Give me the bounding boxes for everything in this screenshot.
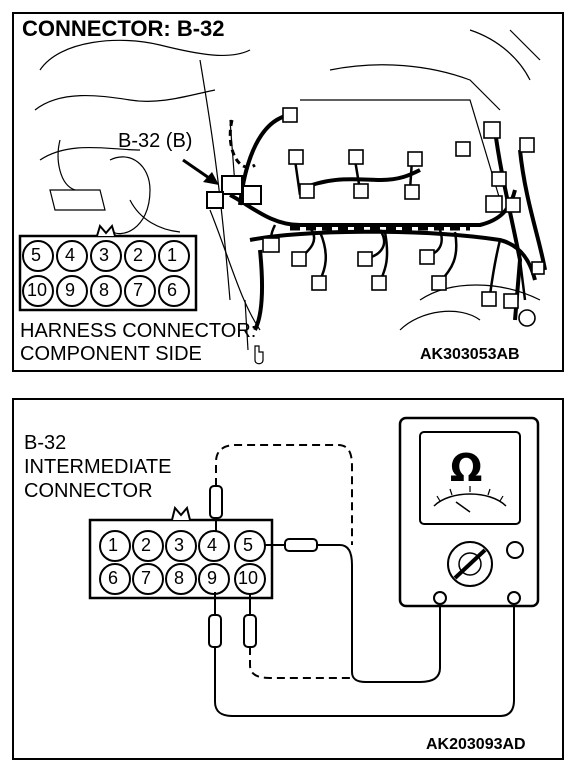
lead-pin5-to-meter (317, 544, 441, 683)
callout-arrow (182, 158, 213, 182)
test-probes (208, 485, 318, 648)
connector-label-line2: INTERMEDIATE (24, 456, 172, 478)
measurement-panel (12, 398, 564, 760)
top-pin-3: 3 (99, 245, 110, 265)
connector-label-line1: B-32 (24, 432, 67, 454)
ohm-symbol: Ω (450, 446, 483, 490)
top-pin-5: 5 (31, 245, 42, 265)
top-pin-1: 1 (167, 245, 178, 265)
harness-connectors (262, 107, 545, 309)
callout-arrowhead (203, 172, 219, 185)
bottom-pin-7: 7 (141, 568, 152, 588)
b32-connector-location (206, 175, 262, 209)
harness-caption-line1: HARNESS CONNECTOR: (20, 320, 257, 342)
connector-title: CONNECTOR: B-32 (22, 16, 225, 41)
top-connector-face (18, 223, 198, 312)
wiring-harness (229, 113, 547, 331)
top-pin-2: 2 (133, 245, 144, 265)
dashed-lead-pin10 (249, 647, 352, 679)
bottom-pin-6: 6 (108, 568, 119, 588)
connector-callout-label: B-32 (B) (118, 130, 193, 152)
connector-location-panel (12, 12, 564, 372)
top-pin-8: 8 (99, 280, 110, 300)
bottom-pin-8: 8 (174, 568, 185, 588)
harness-caption-line2: COMPONENT SIDE (20, 343, 202, 365)
bottom-connector-face (88, 505, 274, 600)
component-side-icon (254, 345, 264, 365)
ohmmeter (398, 416, 540, 608)
top-pin-6: 6 (167, 280, 178, 300)
dashed-lead-pin4 (215, 444, 353, 545)
top-figure-code: AK303053AB (420, 346, 520, 363)
bottom-pin-10: 10 (238, 568, 259, 588)
bottom-figure-code: AK203093AD (426, 736, 526, 753)
top-pin-7: 7 (133, 280, 144, 300)
top-pin-4: 4 (65, 245, 76, 265)
engine-outline (34, 29, 541, 351)
ground-terminal (518, 309, 536, 327)
bottom-pin-3: 3 (174, 535, 185, 555)
bottom-pin-5: 5 (243, 535, 254, 555)
connector-label-line3: CONNECTOR (24, 480, 153, 502)
top-pin-10: 10 (27, 280, 48, 300)
bottom-pin-4: 4 (207, 535, 218, 555)
top-pin-9: 9 (65, 280, 76, 300)
lead-pin9-to-meter (214, 598, 515, 717)
bottom-pin-2: 2 (141, 535, 152, 555)
bottom-pin-1: 1 (108, 535, 119, 555)
bottom-pin-9: 9 (207, 568, 218, 588)
